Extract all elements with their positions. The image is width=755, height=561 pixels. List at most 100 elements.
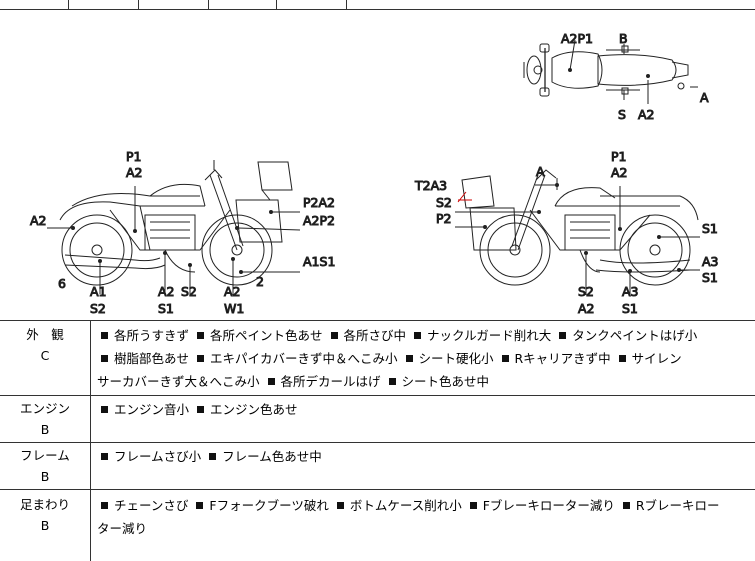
section-description: チェーンさび Fフォークブーツ破れ ボトムケース削れ小 Fブレーキローター減り … (97, 494, 749, 540)
desc-item: ボトムケース削れ小 (349, 498, 462, 513)
desc-item: 各所うすきず (114, 328, 190, 343)
top-label: A2P1 (561, 31, 593, 46)
right-label: A3 (702, 254, 719, 269)
section-border (0, 442, 755, 443)
right-label: A3 (622, 284, 639, 299)
desc-item: サーカバーきず大＆へこみ小 (97, 374, 260, 389)
desc-item: エンジン色あせ (210, 402, 298, 417)
left-label: P2A2 (303, 195, 335, 210)
section-border (0, 395, 755, 396)
top-view-motorcycle (523, 39, 698, 104)
section-category: 足まわり B (0, 494, 90, 536)
desc-item: ター減り (97, 521, 148, 536)
bullet-square-icon (559, 332, 567, 339)
right-label: A (536, 164, 545, 179)
bullet-square-icon (267, 378, 275, 385)
bullet-square-icon (101, 406, 108, 413)
desc-line: フレームさび小 フレーム色あせ中 (97, 445, 749, 468)
category-grade: C (40, 348, 50, 363)
bullet-square-icon (501, 355, 509, 362)
bullet-square-icon (388, 378, 396, 385)
bullet-square-icon (622, 502, 630, 509)
top-label: B (619, 31, 628, 46)
desc-item: Rブレーキロー (635, 498, 720, 513)
section-engine: エンジン B エンジン音小 エンジン色あせ (0, 395, 755, 442)
right-label: A2 (578, 301, 595, 316)
desc-item: 各所さび中 (343, 328, 407, 343)
right-label: A2 (611, 165, 628, 180)
section-category: フレーム B (0, 445, 90, 487)
desc-item: フレーム色あせ中 (222, 449, 322, 464)
left-label: W1 (224, 301, 244, 316)
bullet-square-icon (618, 355, 626, 362)
desc-line: エンジン音小 エンジン色あせ (97, 398, 749, 421)
category-name: エンジン (19, 401, 70, 416)
bullet-square-icon (101, 453, 108, 460)
bullet-square-icon (209, 453, 217, 460)
top-label: A (700, 90, 709, 105)
section-category: 外 観 C (0, 324, 90, 366)
left-label: A1 (90, 284, 107, 299)
bullet-square-icon (101, 332, 108, 339)
category-grade: B (40, 518, 50, 533)
right-label: P1 (611, 149, 627, 164)
desc-line: サーカバーきず大＆へこみ小 各所デカールはげ シート色あせ中 (97, 370, 749, 393)
bullet-square-icon (336, 502, 344, 509)
left-label: P1 (126, 149, 142, 164)
category-name: フレーム (20, 448, 70, 463)
left-label: S2 (90, 301, 106, 316)
bullet-square-icon (330, 332, 338, 339)
header-divider (138, 0, 139, 9)
category-grade: B (40, 422, 50, 437)
left-label: A1S1 (303, 254, 335, 269)
category-grade: B (40, 469, 50, 484)
desc-item: シート硬化小 (418, 351, 494, 366)
right-label: P2 (436, 211, 452, 226)
section-description: エンジン音小 エンジン色あせ (97, 398, 749, 421)
left-label: S2 (181, 284, 197, 299)
left-label: A2P2 (303, 213, 335, 228)
header-divider (68, 0, 69, 9)
left-label: 2 (256, 274, 264, 289)
section-border (0, 320, 755, 321)
section-frame: フレーム B フレームさび小 フレーム色あせ中 (0, 442, 755, 489)
bullet-square-icon (469, 502, 477, 509)
bullet-square-icon (196, 502, 204, 509)
desc-item: シート色あせ中 (401, 374, 490, 389)
left-label: S1 (158, 301, 174, 316)
section-exterior: 外 観 C 各所うすきず 各所ペイント色あせ 各所さび中 ナックルガード削れ大 … (0, 320, 755, 395)
desc-line: ター減り (97, 517, 749, 540)
bullet-square-icon (405, 355, 413, 362)
desc-item: チェーンさび (114, 498, 189, 513)
section-category: エンジン B (0, 398, 90, 440)
header-divider (346, 0, 347, 9)
desc-line: 各所うすきず 各所ペイント色あせ 各所さび中 ナックルガード削れ大 タンクペイン… (97, 324, 749, 347)
desc-item: 樹脂部色あせ (114, 351, 190, 366)
left-label: A2 (224, 284, 241, 299)
right-label: S2 (578, 284, 594, 299)
desc-item: フレームさび小 (114, 449, 202, 464)
section-border (0, 489, 755, 490)
header-divider (208, 0, 209, 9)
left-label: A2 (126, 165, 143, 180)
category-name: 外 観 (26, 327, 64, 342)
desc-item: 各所ペイント色あせ (210, 328, 323, 343)
bullet-square-icon (197, 355, 204, 362)
bullet-square-icon (414, 332, 421, 339)
motorcycle-damage-diagram: A2P1 B A S A2 P1 A2 A2 P2A2 A2P2 A1S1 6 … (0, 10, 755, 319)
category-divider (90, 320, 91, 561)
left-label: A2 (30, 213, 47, 228)
right-label: T2A3 (414, 178, 447, 193)
left-label: A2 (158, 284, 175, 299)
right-label: S1 (702, 221, 718, 236)
left-label: 6 (58, 276, 66, 291)
bullet-square-icon (197, 406, 204, 413)
desc-item: ナックルガード削れ大 (427, 328, 552, 343)
bullet-square-icon (197, 332, 204, 339)
category-name: 足まわり (19, 497, 70, 512)
section-description: 各所うすきず 各所ペイント色あせ 各所さび中 ナックルガード削れ大 タンクペイン… (97, 324, 749, 393)
right-view-motorcycle (455, 169, 700, 295)
desc-line: 樹脂部色あせ エキパイカバーきず中＆へこみ小 シート硬化小 Rキャリアきず中 サ… (97, 347, 749, 370)
header-bottom-border (0, 9, 755, 10)
